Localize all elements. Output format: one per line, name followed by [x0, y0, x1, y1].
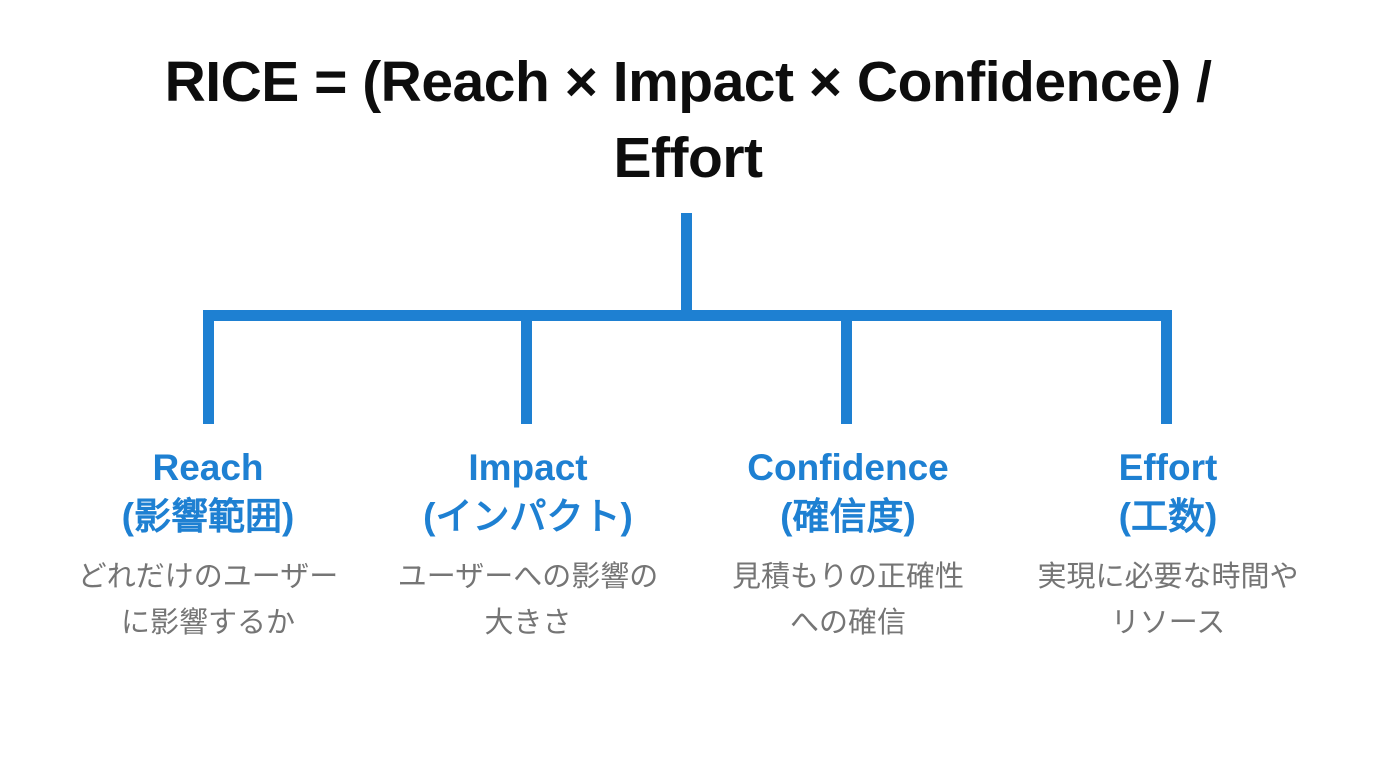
branch-reach-desc-line1: どれだけのユーザー [77, 561, 339, 593]
branch-effort-name-en: Effort [1118, 447, 1218, 488]
branch-reach-name-jp: (影響範囲) [121, 496, 295, 537]
diagram-title-line2: Effort [613, 126, 763, 190]
branch-effort-title: Effort (工数) [1008, 443, 1328, 541]
branch-confidence-name-en: Confidence [747, 447, 949, 488]
branch-confidence-title: Confidence (確信度) [688, 443, 1008, 541]
branch-effort-description: 実現に必要な時間や リソース [1008, 554, 1328, 646]
diagram-title-line1: RICE = (Reach × Impact × Confidence) / [164, 50, 1212, 114]
diagram-title: RICE = (Reach × Impact × Confidence) / E… [0, 44, 1376, 196]
branch-reach-desc-line2: に影響するか [120, 607, 295, 639]
tree-drop-confidence [841, 310, 852, 424]
tree-drop-reach [203, 310, 214, 424]
branch-confidence: Confidence (確信度) 見積もりの正確性 への確信 [688, 443, 1008, 646]
tree-drop-effort [1161, 310, 1172, 424]
branch-impact-name-jp: (インパクト) [423, 496, 633, 537]
branch-effort-desc-line1: 実現に必要な時間や [1037, 561, 1299, 593]
branch-effort-desc-line2: リソース [1110, 607, 1226, 639]
tree-horizontal-bar [203, 310, 1172, 321]
branch-confidence-description: 見積もりの正確性 への確信 [688, 554, 1008, 646]
branch-impact-name-en: Impact [468, 447, 588, 488]
tree-drop-impact [521, 310, 532, 424]
branch-columns: Reach (影響範囲) どれだけのユーザー に影響するか Impact (イン… [48, 443, 1328, 646]
branch-reach: Reach (影響範囲) どれだけのユーザー に影響するか [48, 443, 368, 646]
branch-impact-desc-line2: 大きさ [484, 607, 572, 639]
branch-impact-desc-line1: ユーザーへの影響の [397, 561, 659, 593]
branch-impact-description: ユーザーへの影響の 大きさ [368, 554, 688, 646]
branch-reach-description: どれだけのユーザー に影響するか [48, 554, 368, 646]
branch-reach-name-en: Reach [152, 447, 264, 488]
branch-confidence-name-jp: (確信度) [780, 496, 916, 537]
branch-impact: Impact (インパクト) ユーザーへの影響の 大きさ [368, 443, 688, 646]
branch-effort: Effort (工数) 実現に必要な時間や リソース [1008, 443, 1328, 646]
branch-confidence-desc-line1: 見積もりの正確性 [731, 561, 964, 593]
branch-impact-title: Impact (インパクト) [368, 443, 688, 541]
tree-stem-line [681, 213, 692, 316]
branch-reach-title: Reach (影響範囲) [48, 443, 368, 541]
branch-confidence-desc-line2: への確信 [789, 607, 906, 639]
branch-effort-name-jp: (工数) [1118, 496, 1218, 537]
